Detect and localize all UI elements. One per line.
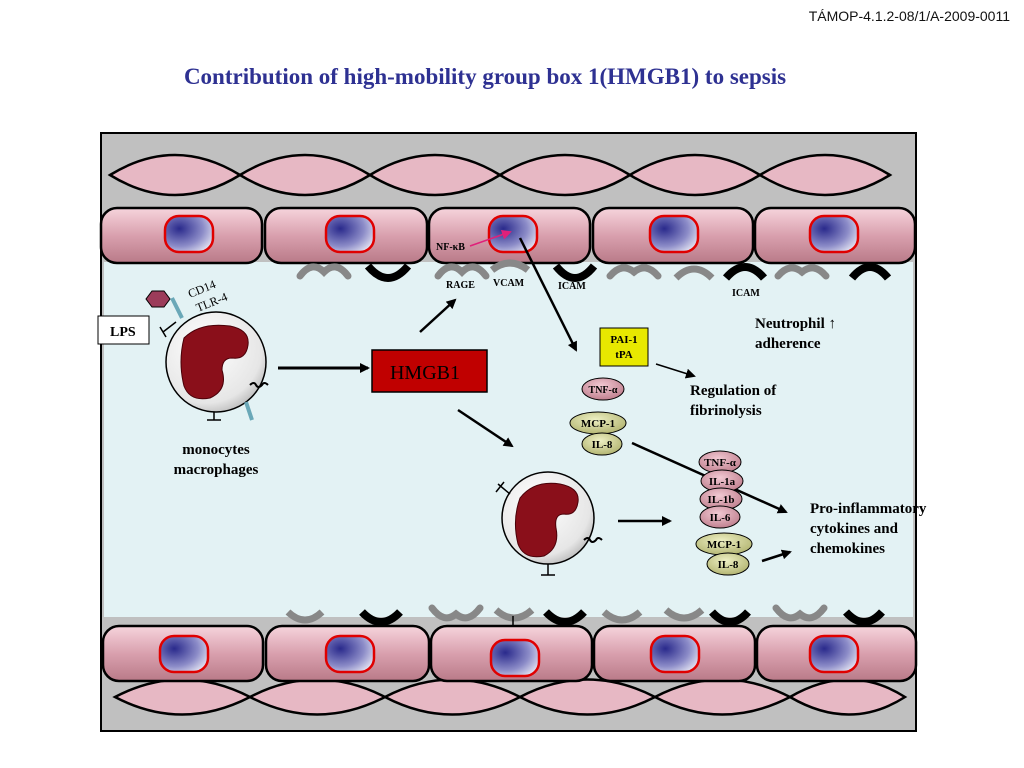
- monocyte-cell: [159, 297, 269, 421]
- slide-title: Contribution of high-mobility group box …: [183, 64, 787, 89]
- bottom-endothelial-cells: [101, 624, 918, 683]
- macrophages-label: macrophages: [174, 462, 259, 478]
- top-adhesion-molecules: [296, 259, 892, 282]
- monocytes-label: monocytes: [182, 442, 250, 458]
- endothelial-cell: [427, 206, 592, 265]
- il1b-label: IL-1b: [708, 494, 735, 506]
- il1a-label: IL-1a: [709, 476, 736, 488]
- icam-label-1: ICAM: [558, 281, 586, 292]
- top-endothelial-cells: [99, 206, 917, 265]
- regulation-label-1: Regulation of: [690, 383, 777, 399]
- arrow-macrophage-cytokines-to-proinflammatory: [761, 549, 792, 563]
- top-lens-cells: [107, 153, 893, 197]
- endothelial-cell: [591, 206, 755, 265]
- arrow-nfkb-to-pai: [518, 237, 578, 352]
- il8-label-2: IL-8: [718, 559, 739, 571]
- lps-label: LPS: [110, 325, 136, 340]
- tnfa-label-2: TNF-α: [704, 457, 737, 469]
- vcam-label: VCAM: [493, 278, 525, 289]
- proinflammatory-label-1: Pro-inflammatory: [810, 501, 927, 517]
- endothelial-cell: [99, 206, 264, 265]
- endothelial-cell: [264, 624, 431, 683]
- arrow-pai-to-regulation: [655, 363, 696, 379]
- regulation-label-2: fibrinolysis: [690, 403, 762, 419]
- endothelial-cell: [429, 624, 594, 683]
- mcp1-label-1: MCP-1: [581, 418, 615, 430]
- endothelial-cell: [755, 624, 918, 683]
- endothelial-cell: [753, 206, 917, 265]
- nfkb-label: NF-κB: [436, 242, 465, 253]
- macrophage-cell: [495, 471, 603, 576]
- pai1-tpa-box: PAI-1 tPA: [599, 327, 649, 367]
- tnfa-label-1: TNF-α: [589, 385, 618, 396]
- neutrophil-label-1: Neutrophil ↑: [755, 316, 836, 332]
- hmgb1-label: HMGB1: [390, 362, 460, 384]
- mcp1-label-2: MCP-1: [707, 539, 741, 551]
- neutrophil-label-2: adherence: [755, 336, 821, 352]
- il6-label: IL-6: [710, 512, 731, 524]
- macrophage-cytokines: TNF-α IL-1a IL-1b IL-6 MCP-1 IL-8: [695, 450, 753, 576]
- lps-box: LPS: [97, 315, 150, 345]
- proinflammatory-label-3: chemokines: [810, 541, 885, 557]
- proinflammatory-label-2: cytokines and: [810, 521, 899, 537]
- bottom-adhesion-molecules: [285, 604, 885, 626]
- hmgb1-box: HMGB1: [371, 349, 488, 393]
- endothelial-cytokines: TNF-α MCP-1 IL-8: [569, 377, 627, 456]
- pathogen-icon: [145, 290, 171, 308]
- rage-label: RAGE: [446, 280, 475, 291]
- endothelial-cell: [101, 624, 265, 683]
- tpa-label: tPA: [615, 349, 633, 361]
- nfkb-arrow: [469, 229, 512, 247]
- endothelial-cell: [592, 624, 757, 683]
- pai1-label: PAI-1: [610, 334, 637, 346]
- endothelial-cell: [263, 206, 429, 265]
- arrow-hmgb1-to-rage: [419, 298, 457, 333]
- arrow-hmgb1-to-macrophage: [457, 408, 514, 448]
- icam-label-2: ICAM: [732, 288, 760, 299]
- il8-label-1: IL-8: [592, 439, 613, 451]
- header-code: TÁMOP-4.1.2-08/1/A-2009-0011: [808, 8, 1010, 24]
